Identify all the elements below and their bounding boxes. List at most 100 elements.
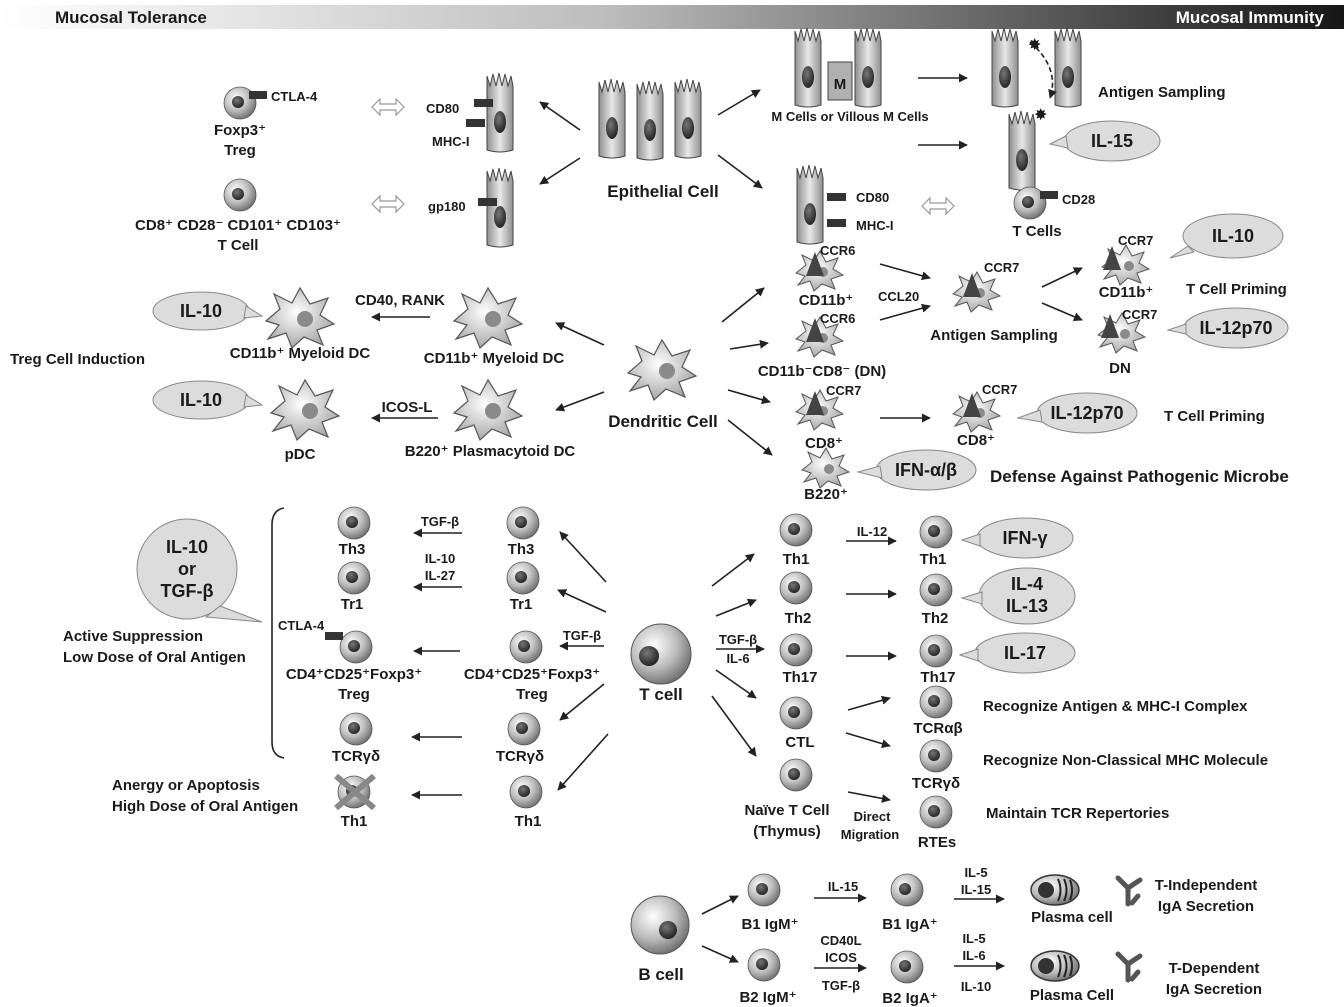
il10-bubble-b [152,380,264,420]
th1-left-label: Th1 [341,813,368,830]
ccr6-label-b: CCR6 [820,311,855,326]
bubble-tgfb: TGF-β [161,581,214,601]
header-bar [0,5,1344,29]
mhc-receptor [466,119,485,127]
plasma-cell-2-label: Plasma Cell [1030,987,1114,1004]
ctla4-tol-label: CTLA-4 [278,618,325,633]
iga-secretion-1-label: IgA Secretion [1158,898,1254,915]
iga-secretion-2-label: IgA Secretion [1166,981,1262,998]
gp180-receptor [478,198,497,206]
treg-left-label-1: CD4⁺CD25⁺Foxp3⁺ [286,666,422,683]
il10-tgfb-bubble [136,518,263,623]
th1-final-label: Th1 [920,551,947,568]
mhc-label-right: MHC-I [856,218,894,233]
iga-antibody-icon-2 [1115,951,1143,983]
icosl-label: ICOS-L [382,399,433,416]
plasma-cell-2 [1030,950,1080,982]
il10-bubble-a-text: IL-10 [180,301,222,321]
il4-text: IL-4 [1011,574,1043,594]
plasmacytoid-dc [453,379,523,441]
thymus-label: (Thymus) [753,823,821,840]
ifng-bubble [960,517,1074,559]
il10-tol-label: IL-10 [425,551,455,566]
treg-mid-cell [509,630,543,664]
tgfb-label-2: TGF-β [563,628,601,643]
epithelial-cell-right [796,164,824,245]
tcell-right-arrows [711,553,757,757]
direct-label: Direct [854,809,892,824]
cd11b-right-label: CD11b⁺ [1099,284,1154,301]
cd8-phenotype-label: CD8⁺ CD28⁻ CD101⁺ CD103⁺ [135,217,341,234]
th2-right-cell [779,571,813,605]
ifng-bubble-text: IFN-γ [1003,528,1048,548]
header-right: Mucosal Immunity [1176,8,1325,27]
pdc-label: pDC [285,446,316,463]
antigen-sampling-label-dc: Antigen Sampling [930,327,1058,344]
ccr6-receptor-a [806,252,824,276]
ctla4-receptor [249,91,267,99]
il4-il13-bubble [960,567,1076,625]
ifn-ab-bubble-text: IFN-α/β [895,460,957,480]
bcell-hub [630,895,690,955]
double-arrow-3 [921,196,955,216]
th17-right-label: Th17 [782,669,817,686]
antigen-sampling-cells: ✸ ✸ [991,27,1082,124]
treg-left-label-2: Treg [338,686,370,703]
ccr6-label-a: CCR6 [820,243,855,258]
m-cell-letter: M [834,76,847,93]
cd8-right-label: CD8⁺ [957,432,995,449]
il10-bubble-c-text: IL-10 [1212,226,1254,246]
ccr7-receptor-mid [963,273,981,297]
tcrab-cell [919,685,953,719]
bcell-hub-label: B cell [638,965,683,984]
il6-b-label: IL-6 [962,948,985,963]
myeloid-dc-left [265,287,335,349]
high-dose-label: High Dose of Oral Antigen [112,798,298,815]
t-independent-label: T-Independent [1155,877,1258,894]
il12-label: IL-12 [857,524,887,539]
rtes-label: RTEs [918,834,956,851]
th2-right-label: Th2 [785,610,812,627]
defense-label: Defense Against Pathogenic Microbe [990,467,1289,486]
t-cells-label: T Cells [1012,223,1061,240]
tcrab-label: TCRαβ [913,720,962,737]
anergy-cross [334,773,376,811]
ccr7-receptor-cd8 [806,391,824,415]
dn-long-label: CD11b⁻CD8⁻ (DN) [758,363,886,380]
il12p70-bubble-b [1016,392,1138,434]
tcrgd-mid-cell [507,712,541,746]
mhc-receptor-right [827,219,846,227]
tcrgd-right-cell [919,739,953,773]
epithelial-cell-cd80 [486,72,514,153]
epithelial-arrows [539,73,968,189]
tgfb-th17-label: TGF-β [719,632,757,647]
b2-iga-label: B2 IgA⁺ [882,990,937,1007]
il5-a-label: IL-5 [964,865,987,880]
cd8-dc-label: CD8⁺ [805,435,843,452]
epithelial-hub [598,78,702,161]
b2-igm-label: B2 IgM⁺ [739,989,796,1006]
cd80-receptor-right [827,193,846,201]
cd28-receptor [1040,191,1058,199]
ccr7-receptor-cd8r [963,393,981,417]
il15-bubble [1048,120,1161,162]
ifn-ab-bubble [856,449,977,491]
m-cells [794,27,882,108]
il10-bubble-b-text: IL-10 [180,390,222,410]
maintain-tcr-label: Maintain TCR Repertories [986,805,1169,822]
cd8-t-cell-label: T Cell [218,237,259,254]
th1-mid-label: Th1 [515,813,542,830]
antigen-sampling-label-top: Antigen Sampling [1098,84,1226,101]
tgfb-b-label: TGF-β [822,978,860,993]
naive-t-cell-label: Naïve T Cell [744,802,829,819]
myeloid-dc-mid [453,287,523,349]
il10-b-label: IL-10 [961,979,991,994]
th2-final-label: Th2 [922,610,949,627]
tr1-left-cell [337,561,371,595]
th17-final-label: Th17 [920,669,955,686]
ccr6-receptor-b [806,318,824,342]
naive-t-cell [779,758,813,792]
header-left: Mucosal Tolerance [55,8,207,27]
b2-arrow [701,945,739,963]
tcrgd-mid-label: TCRγδ [496,748,544,765]
